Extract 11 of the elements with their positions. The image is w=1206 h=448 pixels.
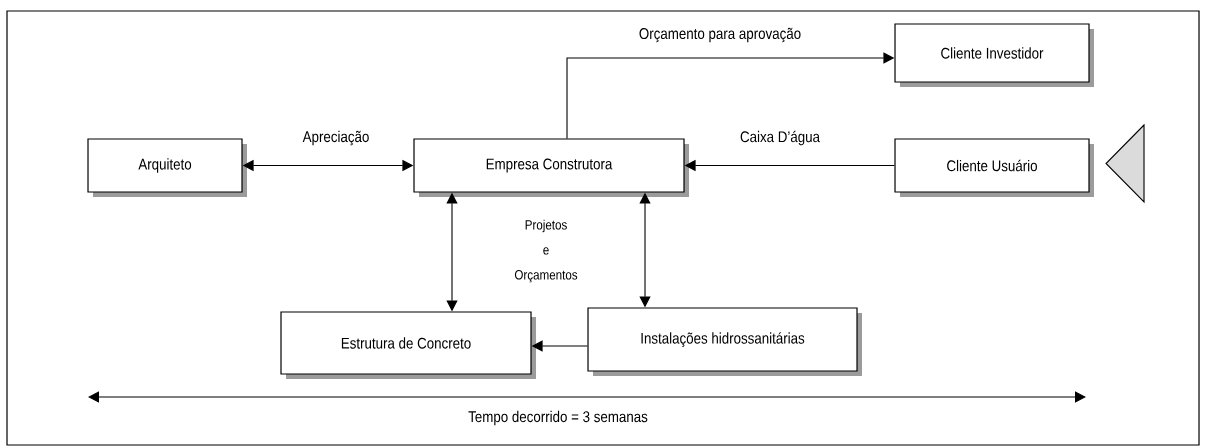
process-box: Instalações hidrossanitárias	[587, 307, 862, 376]
process-box: Cliente Usuário	[894, 138, 1094, 197]
note-text: Projetos e Orçamentos	[514, 219, 578, 283]
dimension-label: Tempo decorrido = 3 semanas	[468, 410, 648, 426]
edge-label: Orçamento para aprovação	[637, 26, 803, 44]
process-box: Empresa Construtora	[413, 138, 689, 197]
process-box: Cliente Investidor	[894, 23, 1094, 87]
process-box: Arquiteto	[87, 138, 247, 197]
process-box: Estrutura de Concreto	[280, 311, 536, 379]
edge-label: Apreciação	[301, 129, 371, 147]
edge-label: Caixa D’água	[739, 129, 821, 147]
